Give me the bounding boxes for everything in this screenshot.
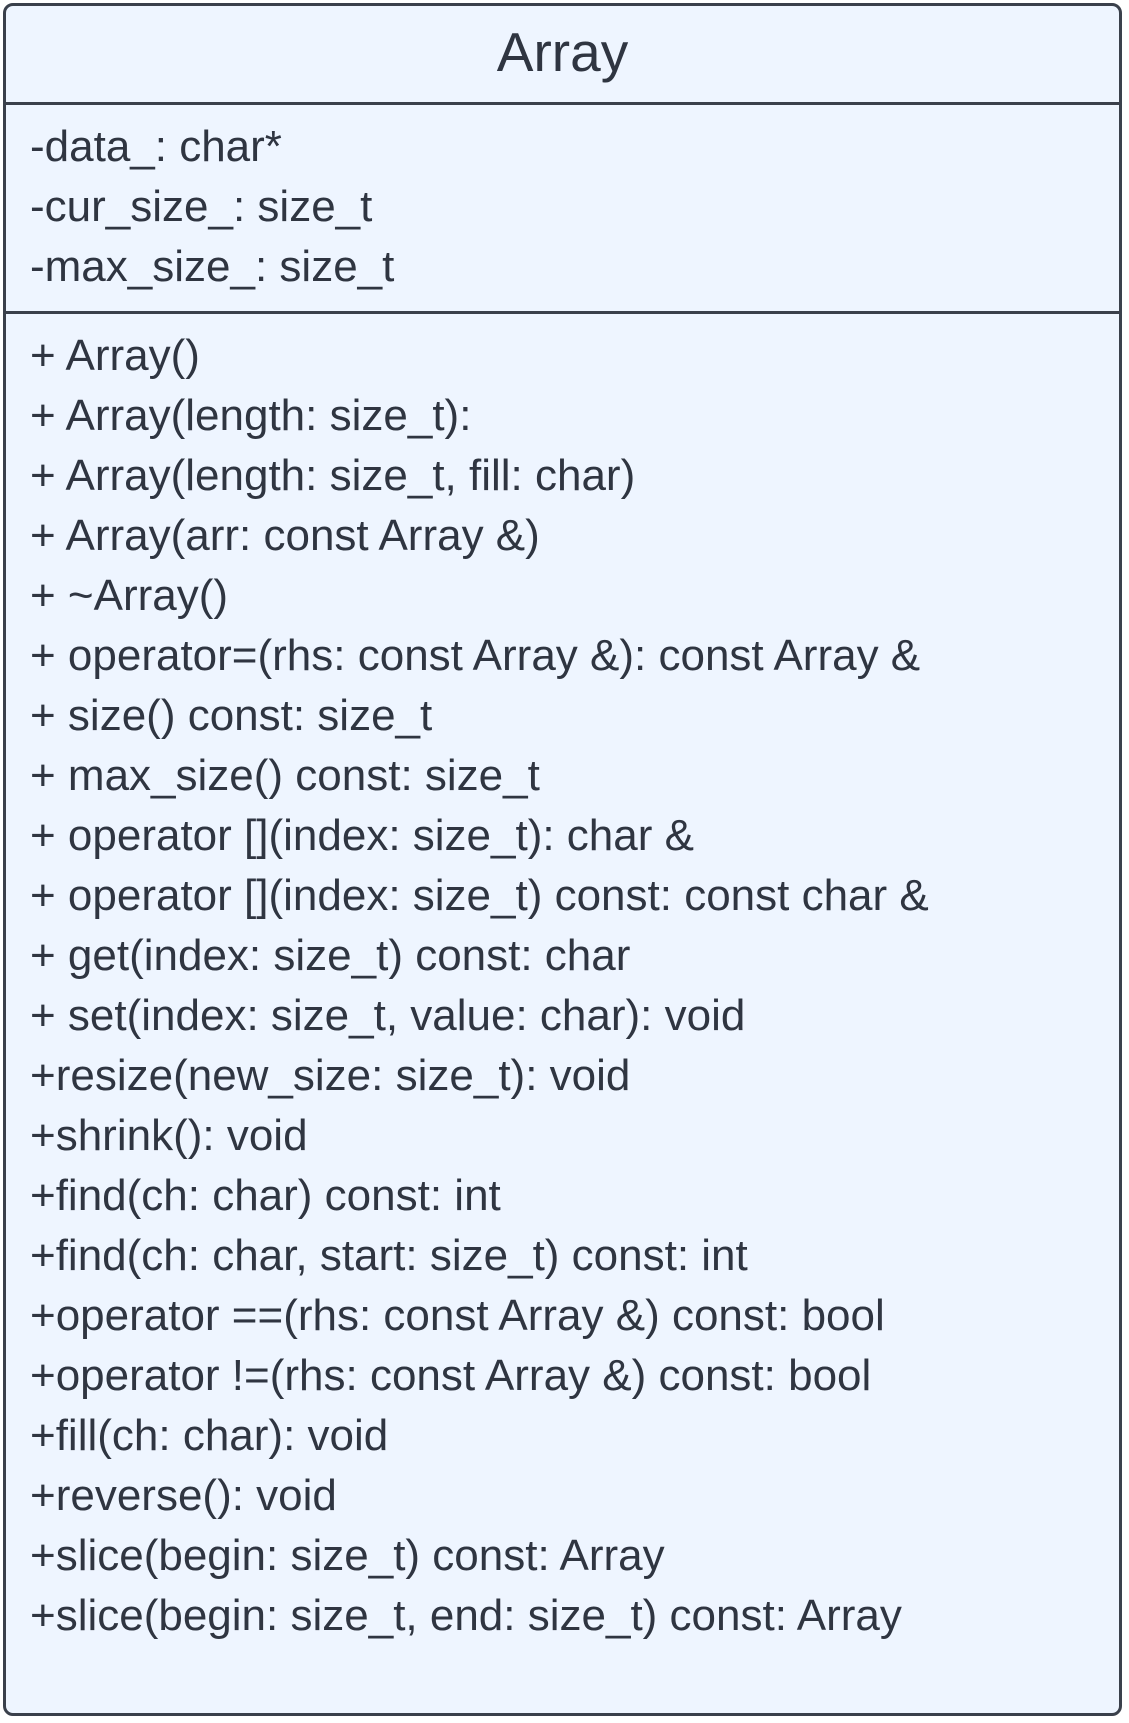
method-fill: +fill(ch: char): void bbox=[30, 1411, 389, 1460]
method-find-from-start: +find(ch: char, start: size_t) const: in… bbox=[30, 1231, 748, 1280]
uml-class-box: Array -data_: char* -cur_size_: size_t -… bbox=[3, 3, 1122, 1716]
method-find: +find(ch: char) const: int bbox=[30, 1171, 501, 1220]
method-copy-constructor: + Array(arr: const Array &) bbox=[30, 511, 540, 560]
method-assignment-operator: + operator=(rhs: const Array &): const A… bbox=[30, 631, 921, 680]
method-slice: +slice(begin: size_t) const: Array bbox=[30, 1531, 665, 1580]
attribute-max-size: -max_size_: size_t bbox=[30, 242, 395, 291]
method-get: + get(index: size_t) const: char bbox=[30, 931, 631, 980]
method-set: + set(index: size_t, value: char): void bbox=[30, 991, 746, 1040]
method-inequality-operator: +operator !=(rhs: const Array &) const: … bbox=[30, 1351, 872, 1400]
method-max-size: + max_size() const: size_t bbox=[30, 751, 540, 800]
method-destructor: + ~Array() bbox=[30, 571, 229, 620]
method-size: + size() const: size_t bbox=[30, 691, 433, 740]
method-default-constructor: + Array() bbox=[30, 331, 200, 380]
method-reverse: +reverse(): void bbox=[30, 1471, 337, 1520]
method-length-constructor: + Array(length: size_t): bbox=[30, 391, 472, 440]
attribute-data: -data_: char* bbox=[30, 122, 282, 171]
method-const-index-operator: + operator [](index: size_t) const: cons… bbox=[30, 871, 929, 920]
method-index-operator: + operator [](index: size_t): char & bbox=[30, 811, 694, 860]
method-resize: +resize(new_size: size_t): void bbox=[30, 1051, 631, 1100]
method-equality-operator: +operator ==(rhs: const Array &) const: … bbox=[30, 1291, 885, 1340]
class-name: Array bbox=[6, 6, 1119, 105]
method-slice-range: +slice(begin: size_t, end: size_t) const… bbox=[30, 1591, 902, 1640]
method-fill-constructor: + Array(length: size_t, fill: char) bbox=[30, 451, 636, 500]
attributes-compartment: -data_: char* -cur_size_: size_t -max_si… bbox=[6, 105, 1119, 314]
methods-compartment: + Array() + Array(length: size_t): + Arr… bbox=[6, 314, 1119, 1646]
method-shrink: +shrink(): void bbox=[30, 1111, 308, 1160]
attribute-cur-size: -cur_size_: size_t bbox=[30, 182, 373, 231]
